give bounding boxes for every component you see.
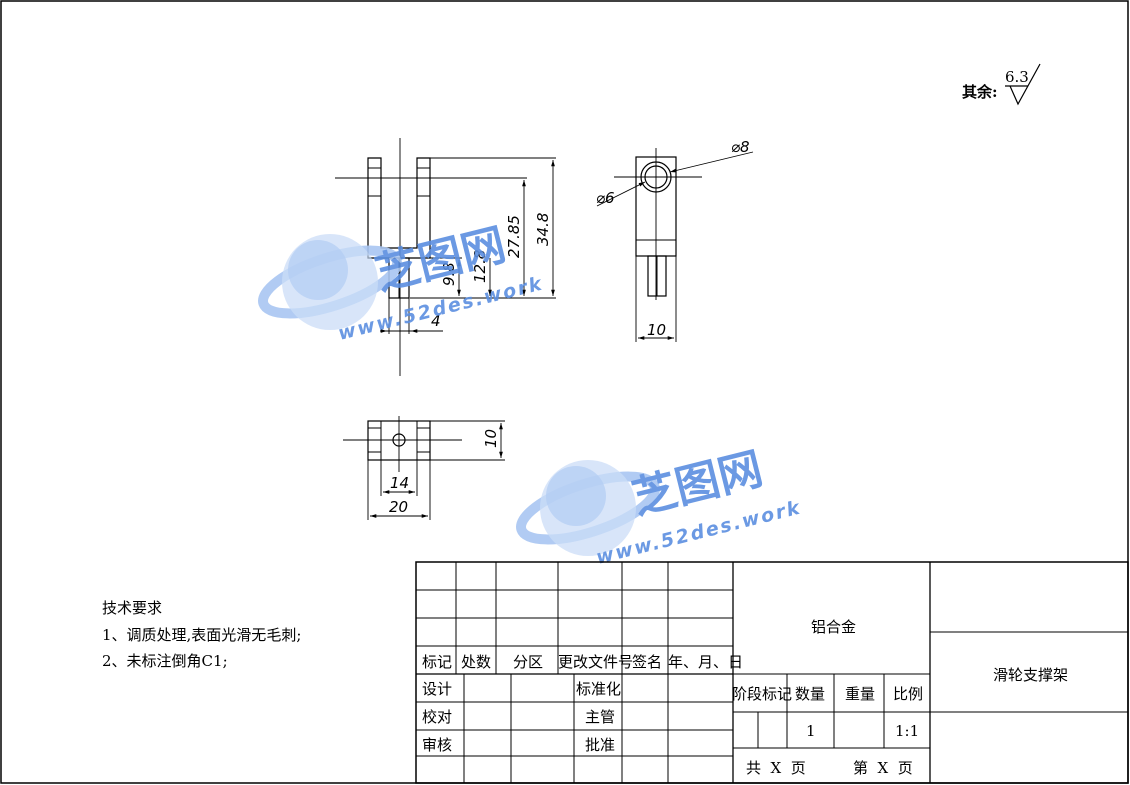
label-approve: 批准 bbox=[585, 736, 615, 754]
rev-header-zone: 分区 bbox=[513, 653, 543, 671]
sheets-total: 共 X 页 bbox=[746, 759, 806, 777]
part-name: 滑轮支撑架 bbox=[993, 666, 1068, 684]
material: 铝合金 bbox=[811, 618, 856, 636]
surface-roughness-symbol: 其余: 6.3 bbox=[962, 63, 1041, 106]
label-supervisor: 主管 bbox=[585, 708, 615, 726]
roughness-label: 其余: bbox=[962, 83, 998, 101]
label-design: 设计 bbox=[422, 680, 452, 698]
dim-27-85: 27.85 bbox=[505, 215, 523, 258]
dim-9-8: 9.8 bbox=[440, 262, 458, 286]
top-view bbox=[343, 416, 505, 520]
dim-12-8: 12.8 bbox=[471, 250, 489, 283]
dim-side-10: 10 bbox=[647, 321, 666, 339]
label-stage-mark: 阶段标记 bbox=[732, 685, 792, 703]
roughness-value: 6.3 bbox=[1005, 68, 1029, 86]
side-view bbox=[596, 148, 754, 342]
dim-top-14: 14 bbox=[390, 474, 409, 492]
dim-34-8: 34.8 bbox=[534, 213, 552, 246]
label-standard: 标准化 bbox=[576, 680, 621, 698]
rev-header-mark: 标记 bbox=[422, 653, 452, 671]
label-review: 审核 bbox=[422, 736, 452, 754]
rev-header-sign: 签名 bbox=[632, 653, 662, 671]
rev-header-count: 处数 bbox=[461, 653, 491, 671]
dim-top-20: 20 bbox=[389, 498, 408, 516]
watermark-logo-2: 芝图网 www.52des.work bbox=[516, 443, 804, 569]
label-quantity: 数量 bbox=[795, 685, 825, 703]
tech-requirement-2: 2、未标注倒角C1; bbox=[102, 652, 228, 670]
label-scale: 比例 bbox=[893, 685, 923, 703]
dim-dia-8: ⌀8 bbox=[731, 138, 750, 156]
title-block bbox=[415, 561, 1129, 784]
watermark-logo-1: 芝图网 www.52des.work bbox=[258, 219, 546, 345]
dim-top-10: 10 bbox=[482, 429, 500, 448]
tech-requirement-1: 1、调质处理,表面光滑无毛刺; bbox=[102, 626, 302, 644]
dim-4: 4 bbox=[431, 312, 441, 330]
dim-dia-6: ⌀6 bbox=[596, 189, 615, 207]
label-weight: 重量 bbox=[845, 685, 875, 703]
rev-header-date: 年、月、日 bbox=[668, 653, 743, 671]
scale-value: 1:1 bbox=[895, 722, 919, 740]
sheet-number: 第 X 页 bbox=[853, 759, 913, 777]
rev-header-doc: 更改文件号 bbox=[558, 653, 633, 671]
label-check: 校对 bbox=[422, 708, 452, 726]
quantity-value: 1 bbox=[806, 722, 816, 740]
tech-requirements-title: 技术要求 bbox=[102, 599, 163, 617]
